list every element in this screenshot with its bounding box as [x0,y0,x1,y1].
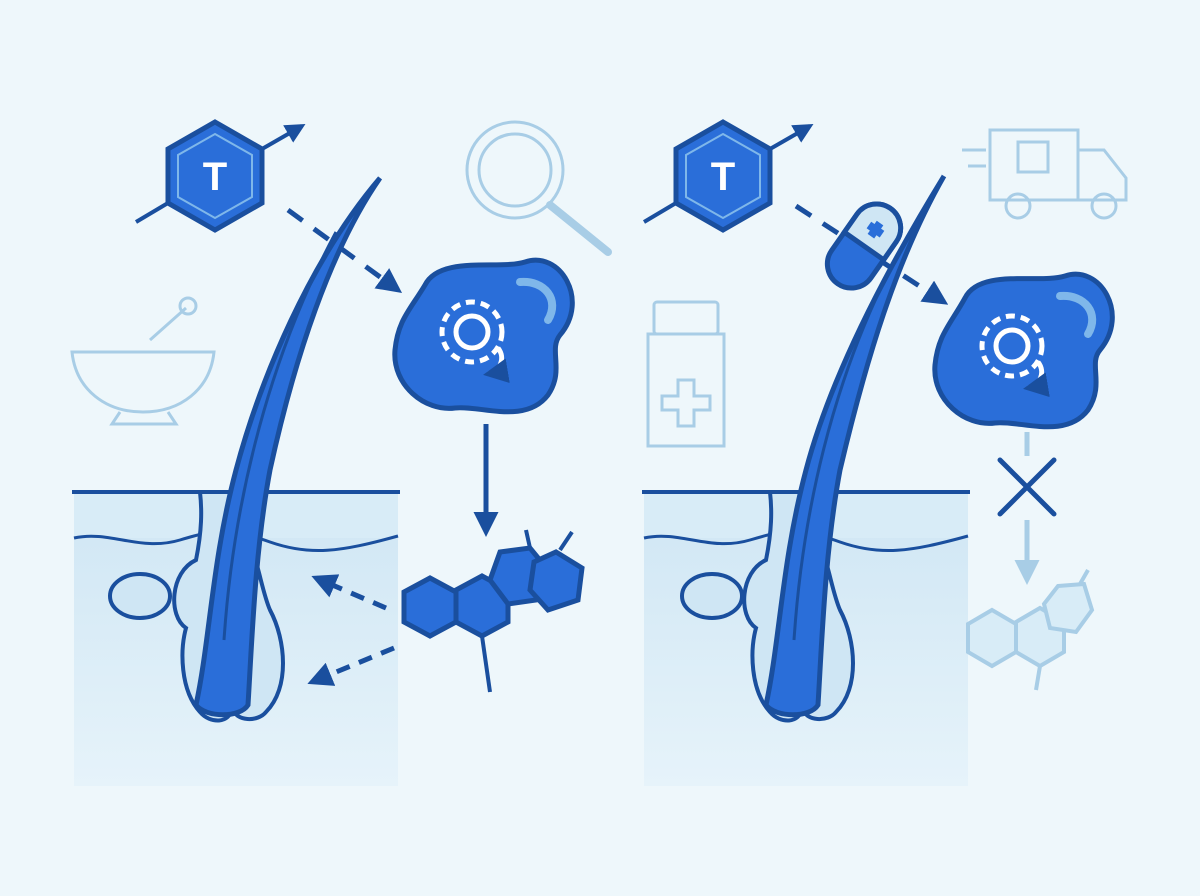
delivery-truck-icon [962,128,1128,220]
capsule-icon [824,201,904,291]
right-hormone-label: T [711,155,735,199]
left-hormone-label: T [203,155,227,199]
male-symbol-arrow [261,124,306,151]
magnifier-icon [465,120,612,256]
left-hormone-hexagon: T [134,119,306,233]
mortar-pestle-icon [70,296,216,426]
male-symbol-arrow [769,124,814,151]
cycle-arrow-icon [1023,360,1050,398]
molecule-to-follicle-arrow-2 [307,645,395,686]
left-molecule [401,529,585,693]
left-panel: T [70,119,612,786]
right-hair-follicle [680,174,947,723]
hexagon-stem [642,201,678,224]
x-mark-icon [997,457,1057,517]
hexagon-stem [134,201,170,224]
left-hair-follicle [108,176,383,723]
right-hormone-hexagon: T [642,119,814,233]
right-enzyme-blob [932,271,1115,430]
gear-icon [979,313,1045,379]
molecule-to-follicle-arrow-1 [311,574,387,611]
right-faint-molecule [966,569,1095,691]
cycle-arrow-icon [483,346,510,384]
gear-icon [439,299,505,365]
left-hormone-to-enzyme-arrow [286,207,403,293]
left-enzyme-blob [392,257,575,415]
medicine-bottle-icon [646,300,726,448]
right-panel: T [642,119,1128,786]
